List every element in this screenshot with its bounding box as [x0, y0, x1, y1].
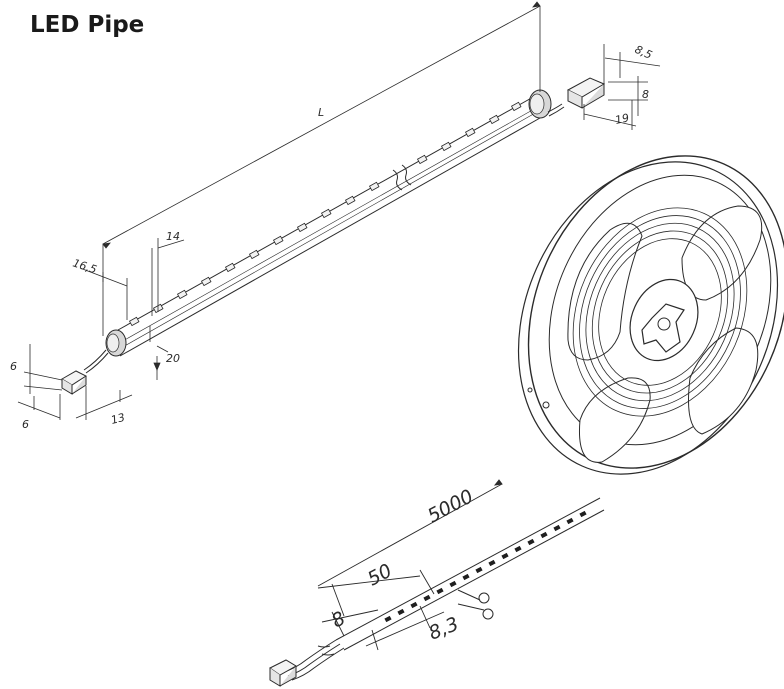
pipe-connector-right — [547, 77, 606, 117]
plug-height-label: 6 — [10, 360, 17, 373]
led-strip — [269, 497, 605, 687]
pipe-diameter-label: 20 — [166, 352, 180, 365]
led-reel — [517, 155, 784, 475]
pipe-leds — [128, 101, 522, 327]
page-title: LED Pipe — [30, 12, 145, 38]
plug-length-label: 13 — [110, 411, 127, 427]
plug-width-label: 6 — [22, 418, 29, 431]
strip-length-label: 5000 — [424, 485, 477, 527]
connector-height-label: 8 — [642, 88, 649, 101]
led-pitch-label: 14 — [166, 230, 180, 243]
led-pipe — [105, 89, 552, 357]
pipe-dimension-lines — [17, 1, 661, 420]
strip-dimension-lines — [317, 479, 503, 651]
cut-interval-label: 50 — [364, 560, 396, 591]
strip-leds — [384, 510, 587, 623]
connector-width-label: 8,5 — [633, 43, 654, 62]
pipe-connector-left — [61, 349, 109, 395]
strip-width-label: 8 — [328, 607, 349, 632]
end-offset-label: 16,5 — [71, 256, 98, 276]
connector-depth-label: 19 — [614, 111, 630, 127]
pipe-length-label: L — [318, 106, 324, 119]
